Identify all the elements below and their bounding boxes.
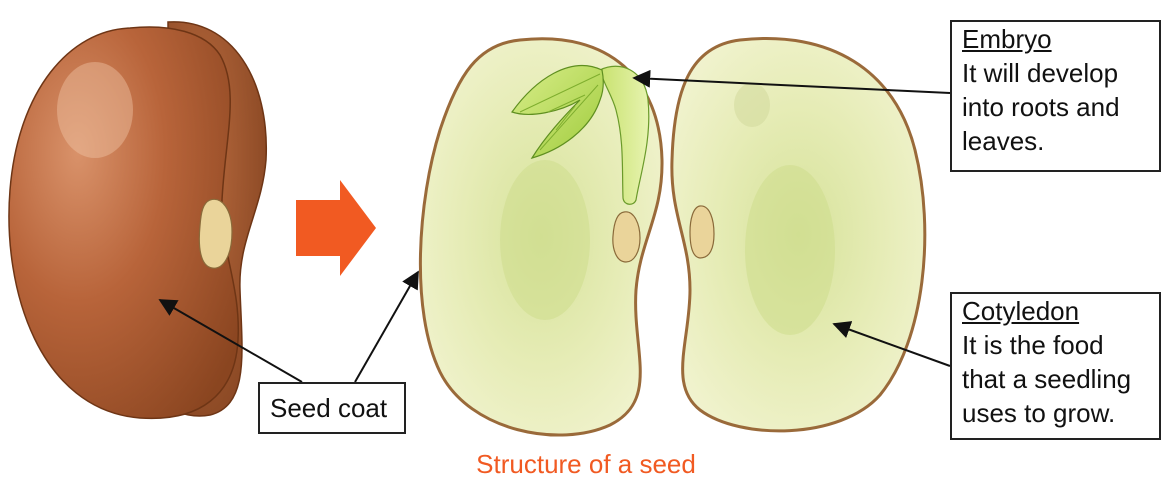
- embryo-heading: Embryo: [962, 22, 1151, 56]
- cotyledon-label-box: Cotyledon It is the food that a seedling…: [950, 292, 1161, 440]
- embryo-label-box: Embryo It will develop into roots and le…: [950, 20, 1161, 172]
- embryo-description: It will develop into roots and leaves.: [962, 56, 1151, 158]
- left-cotyledon-icon: [420, 39, 662, 435]
- diagram-caption: Structure of a seed: [0, 448, 1172, 480]
- cotyledon-description: It is the food that a seedling uses to g…: [962, 328, 1151, 430]
- seed-coat-label: Seed coat: [270, 393, 387, 423]
- whole-bean-seed-icon: [9, 22, 266, 419]
- orange-right-arrow-icon: [296, 180, 376, 276]
- cotyledon-heading: Cotyledon: [962, 294, 1151, 328]
- seed-coat-arrow-split: [355, 272, 418, 382]
- seed-coat-label-box: Seed coat: [258, 382, 406, 434]
- right-cotyledon-icon: [672, 38, 925, 430]
